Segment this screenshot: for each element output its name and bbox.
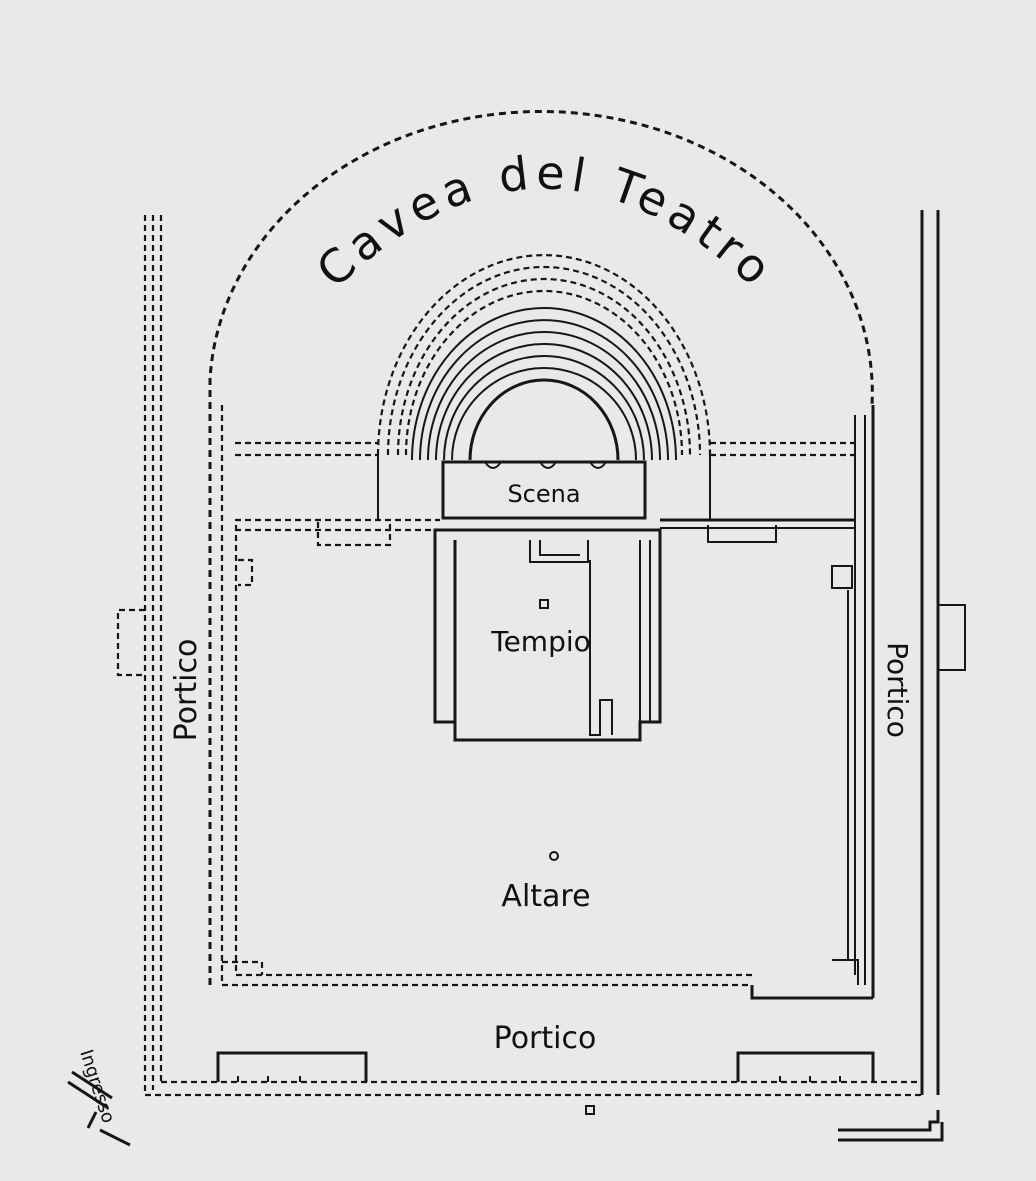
portico-right-label: Portico bbox=[881, 642, 914, 738]
altare-label: Altare bbox=[501, 879, 590, 914]
tempio-building bbox=[433, 528, 662, 742]
portico-bottom-label: Portico bbox=[494, 1021, 597, 1056]
portico-left-label: Portico bbox=[169, 639, 204, 742]
scena-building bbox=[441, 460, 647, 520]
cavea-outline bbox=[208, 109, 874, 985]
theatre-side-passages bbox=[235, 441, 855, 587]
tempio-label: Tempio bbox=[490, 625, 591, 658]
ingresso-arrow bbox=[67, 1070, 131, 1147]
left-outer-portico bbox=[116, 215, 163, 1095]
altare-marker bbox=[549, 851, 559, 861]
courtyard-inner-portico bbox=[220, 405, 752, 987]
right-outer-portico bbox=[838, 210, 966, 1142]
right-inner-portico bbox=[750, 405, 875, 1000]
bottom-portico bbox=[145, 1051, 922, 1115]
scena-label: Scena bbox=[507, 480, 580, 508]
theatre-seating bbox=[376, 253, 712, 520]
